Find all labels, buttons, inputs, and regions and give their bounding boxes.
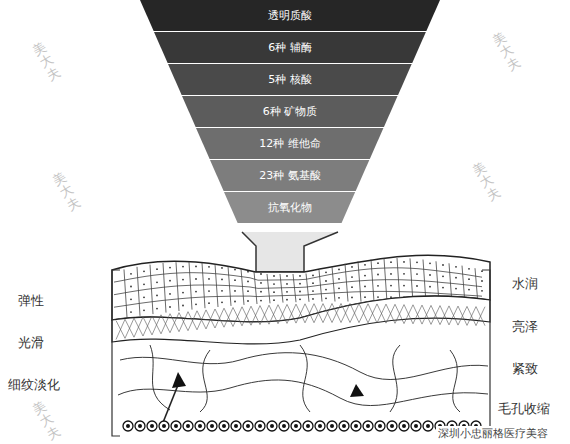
ingredient-label: 23种 氨基酸 xyxy=(210,160,369,183)
watermark: 美大夫 xyxy=(470,160,503,204)
watermark: 美大夫 xyxy=(30,40,63,84)
ingredient-label: 6种 辅酶 xyxy=(154,32,426,55)
logo-text: 深圳小忠丽格医疗美容 xyxy=(436,426,550,441)
benefit-label: 毛孔收缩 xyxy=(498,400,550,418)
ingredient-label: 透明质酸 xyxy=(140,0,440,23)
ingredient-label: 抗氧化物 xyxy=(224,192,355,215)
funnel-band: 5种 核酸 xyxy=(168,64,412,95)
funnel-band: 抗氧化物 xyxy=(224,192,355,223)
dermis-layer xyxy=(112,296,490,344)
ingredient-label: 12种 维他命 xyxy=(196,128,383,151)
watermark: 美大夫 xyxy=(490,30,523,74)
funnel-band: 透明质酸 xyxy=(140,0,440,31)
funnel-band: 23种 氨基酸 xyxy=(210,160,369,191)
benefit-label: 紧致 xyxy=(512,360,538,378)
funnel-spout xyxy=(242,232,338,272)
bracket xyxy=(482,270,490,436)
fibroblast xyxy=(172,372,186,388)
bracket xyxy=(112,270,120,436)
watermark: 美大夫 xyxy=(50,170,83,214)
funnel-band: 12种 维他命 xyxy=(196,128,383,159)
watermark: 美大夫 xyxy=(30,398,63,442)
funnel-band: 6种 辅酶 xyxy=(154,32,426,63)
benefit-label: 光滑 xyxy=(18,334,44,352)
fibroblast xyxy=(350,384,364,397)
ingredient-label: 5种 核酸 xyxy=(168,64,412,87)
benefit-label: 细纹淡化 xyxy=(8,376,60,394)
funnel-band: 6种 矿物质 xyxy=(182,96,398,127)
benefit-label: 水润 xyxy=(512,275,538,293)
benefit-label: 亮泽 xyxy=(512,318,538,336)
benefit-label: 弹性 xyxy=(18,292,44,310)
ingredient-label: 6种 矿物质 xyxy=(182,96,398,119)
